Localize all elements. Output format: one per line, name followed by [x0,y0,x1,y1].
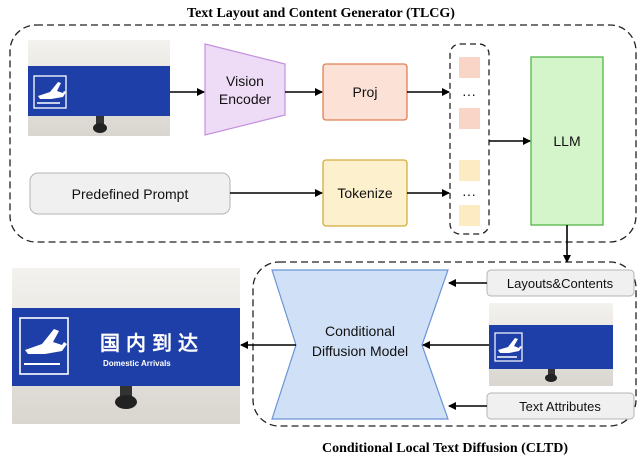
text-token [459,205,480,226]
conditioning-sign-image [489,303,613,386]
llm-label: LLM [553,133,580,149]
diffusion-model-label-2: Diffusion Model [312,343,408,359]
conditional-diffusion-model-block: Conditional Diffusion Model [271,269,449,420]
text-attributes-label: Text Attributes [519,399,601,414]
vision-encoder-label-2: Encoder [219,91,271,107]
text-token [459,160,480,181]
vision-encoder-block: Vision Encoder [204,43,286,136]
visual-token-ellipsis: ··· [462,86,476,102]
airplane-landing-icon [25,329,67,354]
llm-block [530,56,604,226]
text-token-ellipsis: ··· [462,186,476,202]
airplane-landing-icon [498,338,522,353]
output-sign-english-text: Domestic Arrivals [103,359,171,368]
output-sign-image: 国内到达 Domestic Arrivals [12,268,240,424]
proj-label: Proj [353,84,378,100]
diffusion-model-label-1: Conditional [325,323,395,339]
cltd-title: Conditional Local Text Diffusion (CLTD) [322,441,568,456]
airplane-landing-icon [38,82,66,99]
output-sign-chinese-text: 国内到达 [100,331,204,355]
tlcg-arrows [170,88,571,263]
visual-token [459,57,480,78]
tlcg-title: Text Layout and Content Generator (TLCG) [187,6,455,21]
layouts-contents-label: Layouts&Contents [507,276,614,291]
cltd-arrows [240,279,489,410]
cltd-dashed-frame [252,261,637,427]
visual-token [459,108,480,129]
tlcg-dashed-frame [9,24,637,243]
predefined-prompt-label: Predefined Prompt [72,186,189,202]
tokenize-label: Tokenize [337,185,392,201]
vision-encoder-label-1: Vision [226,73,264,89]
input-sign-image [28,40,170,136]
